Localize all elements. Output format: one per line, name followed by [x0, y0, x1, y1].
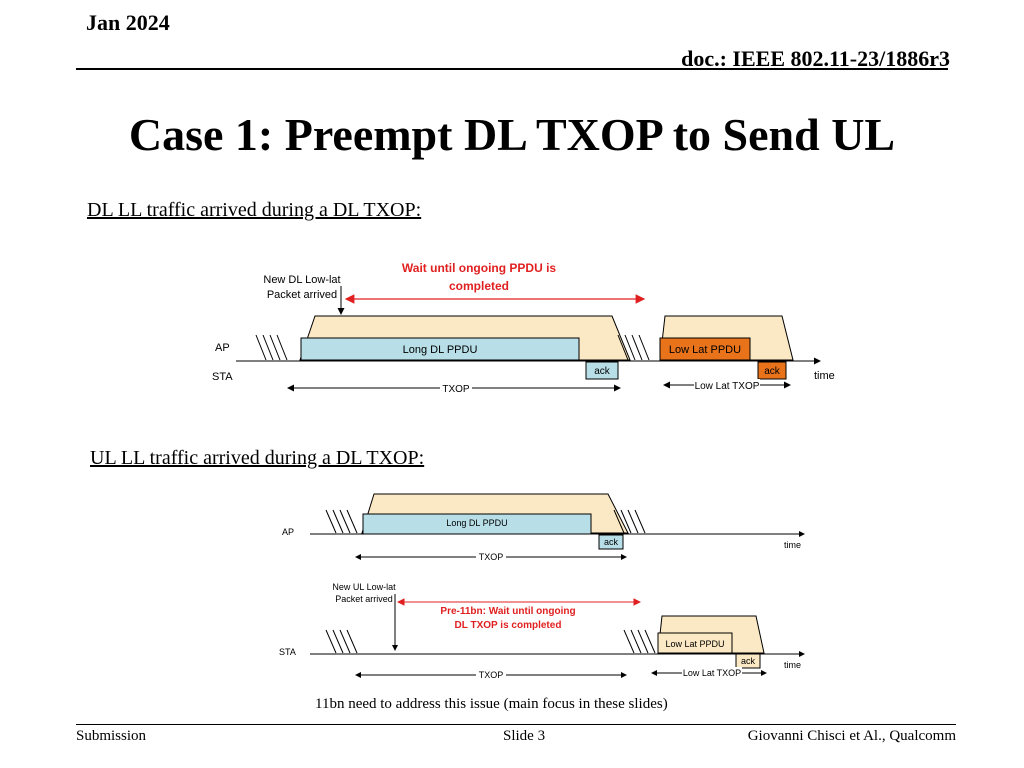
footer-slide-number: Slide 3 — [503, 728, 546, 744]
sta-backoff-slashes-2 — [623, 629, 656, 654]
new-packet-line1: New DL Low-lat — [263, 274, 340, 286]
ap-txop-label: TXOP — [479, 552, 504, 562]
sta-low-lat-txop-label: Low Lat TXOP — [683, 668, 741, 678]
ul-ll-timing-diagram: Long DL PPDU ack AP time TXOP New UL Low… — [279, 493, 805, 680]
ap-ack-label: ack — [604, 537, 619, 547]
footer-author: Giovanni Chisci et Al., Qualcomm — [747, 728, 956, 744]
ap-long-dl-ppdu — [362, 513, 592, 535]
footer-divider — [76, 724, 956, 725]
ul-new-packet-line1: New UL Low-lat — [332, 582, 396, 592]
section2-heading: UL LL traffic arrived during a DL TXOP: — [90, 447, 425, 469]
header-doc-id: doc.: IEEE 802.11-23/1886r3 — [681, 46, 950, 71]
sta-label: STA — [212, 371, 233, 383]
ap-label: AP — [215, 342, 230, 354]
section1-heading: DL LL traffic arrived during a DL TXOP: — [87, 199, 422, 221]
low-lat-ppdu — [659, 337, 751, 361]
sta-ack — [735, 653, 761, 669]
header-date: Jan 2024 — [86, 10, 170, 35]
ack-2 — [757, 361, 787, 380]
ul-wait-line2: DL TXOP is completed — [455, 620, 562, 631]
dl-ll-timing-diagram: Long DL PPDU ack Low Lat PPDU ack AP STA… — [212, 261, 835, 395]
ul-wait-line1: Pre-11bn: Wait until ongoing — [440, 606, 575, 617]
backoff-slashes-2 — [617, 334, 650, 361]
low-lat-txop-label: Low Lat TXOP — [695, 381, 760, 392]
ack-2-label: ack — [764, 366, 781, 377]
sta-ack-label: ack — [741, 656, 756, 666]
long-dl-ppdu — [300, 337, 580, 361]
note-text: 11bn need to address this issue (main fo… — [315, 696, 668, 712]
header-divider — [76, 68, 948, 70]
ul-new-packet-line2: Packet arrived — [335, 594, 393, 604]
low-lat-ppdu-label: Low Lat PPDU — [669, 344, 741, 356]
ap-time-label: time — [784, 540, 801, 550]
sta-time-label: time — [784, 660, 801, 670]
time-label: time — [814, 370, 835, 382]
sta-backoff-slashes-1 — [325, 629, 358, 654]
long-dl-ppdu-label: Long DL PPDU — [403, 344, 478, 356]
slide-title: Case 1: Preempt DL TXOP to Send UL — [128, 109, 896, 160]
wait-line2: completed — [449, 279, 509, 293]
ack-1-label: ack — [594, 366, 611, 377]
sta-low-lat-ppdu — [657, 632, 733, 654]
footer-left: Submission — [76, 728, 147, 744]
ap-backoff-slashes-2 — [613, 509, 646, 534]
ap-label-2: AP — [282, 527, 294, 537]
ack-1 — [585, 361, 619, 380]
sta-low-lat-ppdu-label: Low Lat PPDU — [665, 639, 724, 649]
backoff-slashes-1 — [255, 334, 288, 361]
sta-label-2: STA — [279, 647, 296, 657]
ap-backoff-slashes-1 — [325, 509, 358, 534]
ap-ack — [598, 534, 624, 550]
ap-long-dl-ppdu-label: Long DL PPDU — [446, 518, 507, 528]
sta-txop-label: TXOP — [479, 670, 504, 680]
new-packet-line2: Packet arrived — [267, 289, 337, 301]
wait-line1: Wait until ongoing PPDU is — [402, 261, 557, 275]
txop-label: TXOP — [442, 384, 470, 395]
